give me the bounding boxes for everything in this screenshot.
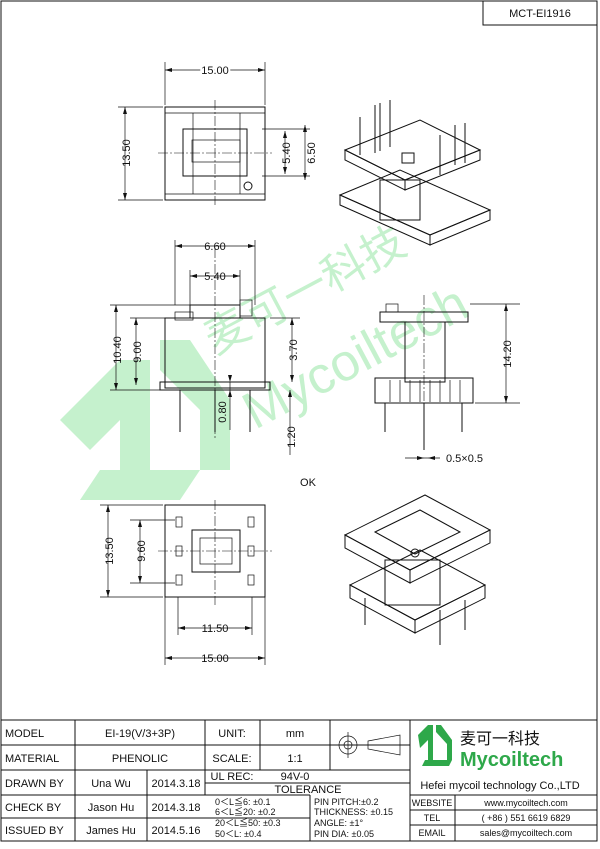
model-label: MODEL	[5, 728, 44, 740]
tol-7: ANGLE: ±1°	[314, 818, 363, 828]
front-view: 6.60 5.40 10.40 9.00 3.70 0.80 1.20	[110, 240, 300, 455]
iso-view-bottom	[343, 494, 492, 645]
drawn-label: DRAWN BY	[5, 778, 65, 790]
email-value: sales@mycoiltech.com	[480, 828, 572, 838]
company-logo: 麦可一科技 Mycoiltech	[418, 725, 563, 771]
dim-bottom-width: 15.00	[201, 653, 229, 665]
dim-side-height: 14.20	[502, 340, 514, 368]
check-name: Jason Hu	[88, 802, 134, 814]
top-view: 15.00 15.00 13.50 5.40 6.50	[118, 62, 318, 205]
dim-side-pin: 0.5×0.5	[446, 453, 483, 465]
model-value: EI-19(V/3+3P)	[105, 728, 175, 740]
doc-code-box	[482, 0, 598, 26]
check-date: 2014.3.18	[152, 802, 201, 814]
dim-top-inner: 5.40	[281, 142, 293, 163]
dim-top-height: 13.50	[121, 139, 133, 167]
scale-value: 1:1	[287, 753, 302, 765]
pin1-mark	[243, 181, 253, 191]
tolerance-label: TOLERANCE	[274, 784, 341, 796]
bottom-view: 13.50 9.60 11.50 15.00	[100, 500, 272, 665]
check-label: CHECK BY	[5, 802, 62, 814]
tol-1: 0＜L≦6: ±0.1	[215, 796, 270, 807]
tol-8: PIN DIA: ±0.05	[314, 829, 374, 839]
dim-front-flange: 0.80	[217, 401, 229, 422]
website-value: www.mycoiltech.com	[483, 798, 568, 808]
tol-2: 6＜L≦20: ±0.2	[215, 806, 275, 817]
unit-value: mm	[286, 728, 304, 740]
watermark-logo-shape	[60, 360, 150, 470]
doc-code: MCT-EI1916	[509, 8, 571, 20]
title-block: MODEL EI-19(V/3+3P) MATERIAL PHENOLIC DR…	[0, 719, 598, 842]
watermark-logo-shape-2	[160, 340, 230, 470]
dim-bottom-inner: 9.60	[136, 540, 148, 561]
dim-front-body: 9.00	[132, 341, 144, 362]
issued-name: James Hu	[86, 825, 136, 837]
drawn-name: Una Wu	[91, 778, 131, 790]
tol-3: 20＜L≦50: ±0.3	[215, 817, 280, 828]
drawn-date: 2014.3.18	[152, 778, 201, 790]
unit-label: UNIT:	[218, 728, 246, 740]
ulrec-label: UL REC:	[211, 771, 254, 783]
dim-front-height: 10.40	[112, 336, 124, 364]
logo-cn: 麦可一科技	[460, 730, 540, 748]
dim-bottom-mid: 11.50	[202, 623, 229, 635]
website-label: WEBSITE	[412, 798, 453, 808]
logo-en: Mycoiltech	[460, 749, 563, 771]
iso-view-top	[338, 100, 492, 246]
svg-text:15.00: 15.00	[201, 65, 229, 77]
scale-label: SCALE:	[212, 753, 251, 765]
dim-top-width: 15.00	[201, 65, 229, 77]
email-label: EMAIL	[418, 828, 445, 838]
ulrec-value: 94V-0	[281, 771, 310, 783]
watermark-logo-base	[80, 470, 200, 500]
tel-label: TEL	[424, 813, 441, 823]
note-ok: OK	[300, 477, 317, 489]
dim-front-inner: 5.40	[204, 271, 225, 283]
material-label: MATERIAL	[5, 753, 59, 765]
dim-front-pin: 1.20	[286, 426, 298, 447]
side-view: 14.20 0.5×0.5	[374, 295, 520, 465]
tel-value: ( +86 ) 551 6619 6829	[482, 813, 571, 823]
projection-symbol-icon	[335, 732, 401, 758]
dim-front-mid: 3.70	[288, 339, 300, 360]
dim-front-width: 6.60	[204, 241, 225, 253]
dim-bottom-height: 13.50	[104, 537, 116, 565]
issued-date: 2014.5.16	[152, 825, 201, 837]
dim-top-outer: 6.50	[306, 142, 318, 163]
issued-label: ISSUED BY	[5, 825, 64, 837]
company-name: Hefei mycoil technology Co.,LTD	[420, 780, 579, 792]
material-value: PHENOLIC	[112, 753, 168, 765]
tol-4: 50＜L: ±0.4	[215, 829, 261, 839]
tol-6: THICKNESS: ±0.15	[314, 807, 393, 817]
tol-5: PIN PITCH:±0.2	[314, 797, 378, 807]
